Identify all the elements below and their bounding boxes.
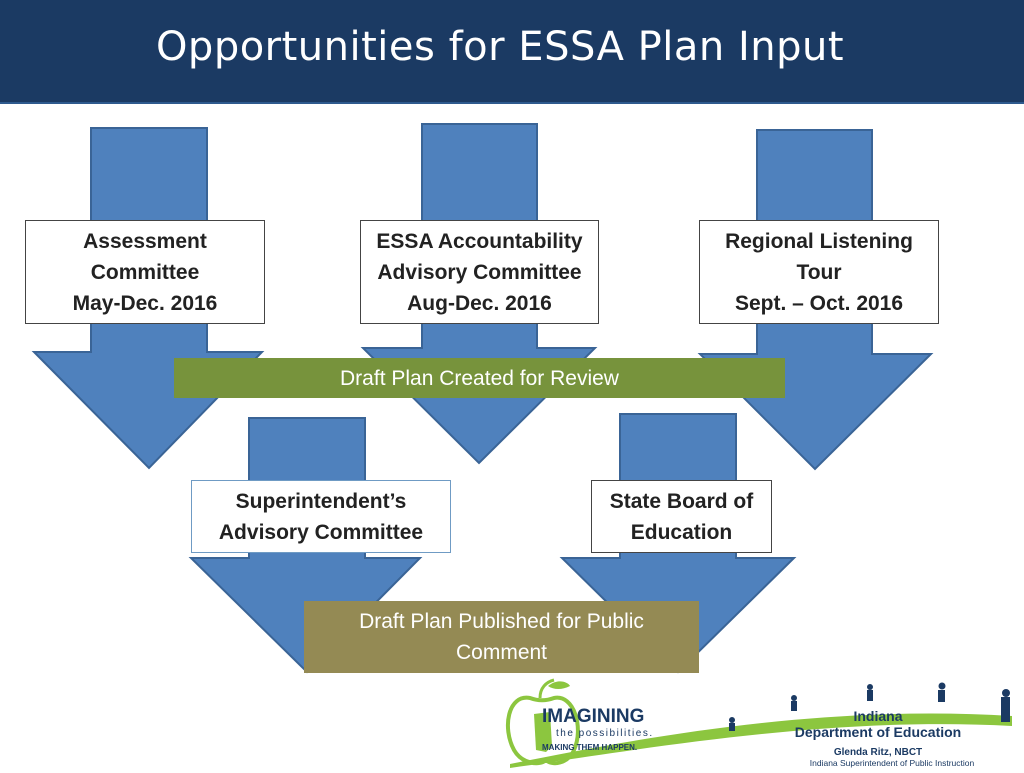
draft-review-banner: Draft Plan Created for Review: [174, 358, 785, 398]
state-board-line2: Education: [630, 520, 733, 544]
draft-review-text: Draft Plan Created for Review: [340, 366, 619, 390]
climbing-people-icon: [729, 682, 1010, 731]
superintendent-name: Glenda Ritz, NBCT: [834, 747, 922, 758]
indiana-wordmark: Indiana: [853, 708, 902, 724]
footer-logos: IMAGINING the possibilities. MAKING THEM…: [500, 676, 1024, 768]
superintendent-line2: Advisory Committee: [218, 520, 424, 544]
draft-public-banner: Draft Plan Published for Public Comment: [304, 601, 699, 673]
assessment-line1: Assessment: [83, 229, 207, 253]
superintendent-line1: Superintendent’s: [235, 489, 407, 513]
possibilities-tagline: the possibilities.: [556, 728, 654, 739]
making-tagline: MAKING THEM HAPPEN.: [542, 743, 637, 752]
draft-public-line2: Comment: [455, 641, 548, 664]
assessment-committee-box: Assessment Committee May-Dec. 2016: [25, 220, 265, 324]
state-board-line1: State Board of: [609, 489, 754, 513]
listening-line1: Regional Listening: [725, 229, 913, 253]
accountability-line2: Advisory Committee: [377, 260, 582, 284]
listening-line2: Tour: [796, 260, 842, 284]
title-bar: Opportunities for ESSA Plan Input: [0, 0, 1024, 104]
superintendent-committee-box: Superintendent’s Advisory Committee: [191, 480, 451, 553]
state-board-box: State Board of Education: [591, 480, 772, 553]
accountability-line3: Aug-Dec. 2016: [407, 291, 552, 315]
accountability-committee-box: ESSA Accountability Advisory Committee A…: [360, 220, 599, 324]
assessment-line2: Committee: [90, 260, 200, 284]
superintendent-title: Indiana Superintendent of Public Instruc…: [810, 758, 975, 768]
assessment-line3: May-Dec. 2016: [72, 291, 218, 315]
imagining-wordmark: IMAGINING: [542, 706, 644, 727]
listening-tour-box: Regional Listening Tour Sept. – Oct. 201…: [699, 220, 939, 324]
listening-line3: Sept. – Oct. 2016: [734, 291, 904, 315]
page-title: Opportunities for ESSA Plan Input: [155, 24, 845, 70]
indiana-apple-logo: [506, 678, 580, 766]
footer-graphic: IMAGINING the possibilities. MAKING THEM…: [506, 678, 1012, 768]
accountability-line1: ESSA Accountability: [376, 229, 583, 253]
draft-public-line1: Draft Plan Published for Public: [359, 610, 644, 633]
department-wordmark: Department of Education: [795, 724, 961, 740]
